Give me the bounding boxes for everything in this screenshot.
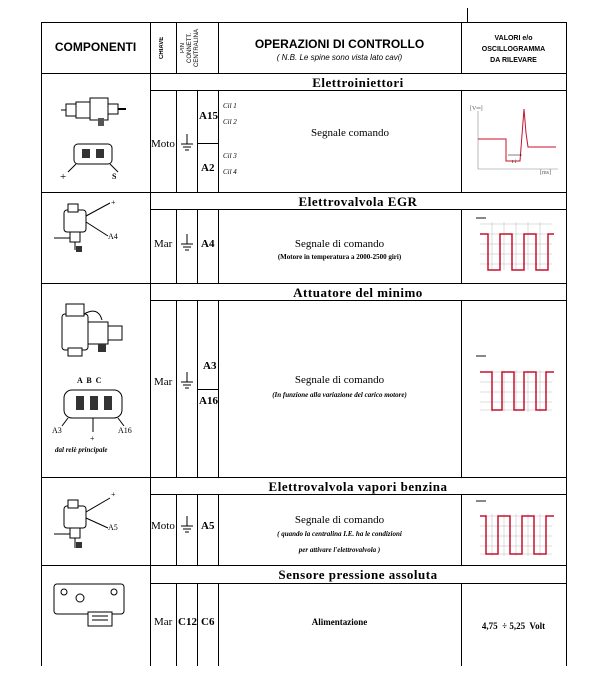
header-componenti: COMPONENTI <box>54 40 137 54</box>
injector-s-label: S <box>112 172 117 181</box>
header-operazioni: OPERAZIONI DI CONTROLLO ( N.B. Le spine … <box>218 37 461 62</box>
operation-egr-label: Segnale di comando <box>294 238 385 250</box>
pin-a2: A2 <box>201 162 215 174</box>
operation-elettroiniettori: Segnale comando <box>311 127 389 139</box>
map-sensor-icon <box>53 583 125 627</box>
cil-1: Cil 1 <box>223 102 237 110</box>
header-operazioni-title: OPERAZIONI DI CONTROLLO <box>254 37 425 51</box>
pin-a16: A16 <box>199 395 218 407</box>
chiave-elettroiniettori: Moto <box>151 138 175 150</box>
cil-3: Cil 3 <box>223 152 237 160</box>
egr-squarewave-chart <box>476 217 554 271</box>
chiave-egr: Mar <box>154 238 173 250</box>
idle-a16-label: A16 <box>118 426 132 435</box>
operation-vapori-note-1: ( quando la centralina I.E. ha le condiz… <box>277 530 402 538</box>
injector-icon <box>61 97 126 126</box>
scope-v-label: [V═] <box>470 106 483 112</box>
injector-plus-label: + <box>60 171 67 183</box>
idle-connector-letters: A B C <box>77 376 102 385</box>
pin-c6: C6 <box>201 616 215 628</box>
egr-a4-label: A4 <box>108 232 118 241</box>
operation-vapori: Segnale di comando ( quando la centralin… <box>218 514 461 557</box>
injector-connector-icon <box>67 143 119 173</box>
cil-4: Cil 4 <box>223 168 237 176</box>
operation-egr-note: (Motore in temperatura a 2000-2500 giri) <box>277 253 402 261</box>
section-title-sensore: Sensore pressione assoluta <box>278 567 438 582</box>
egr-plus-label: + <box>111 198 116 207</box>
injector-waveform-chart <box>477 108 558 170</box>
pin-a15: A15 <box>199 110 218 122</box>
header-chiave: CHIAVE <box>159 36 165 60</box>
scope-ti-label: t i <box>512 160 517 165</box>
operation-minimo-label: Segnale di comando <box>294 374 385 386</box>
pin-a5: A5 <box>201 520 215 532</box>
pin-a4: A4 <box>201 238 215 250</box>
operation-minimo: Segnale di comando (In funzione alla var… <box>218 374 461 402</box>
header-operazioni-note: ( N.B. Le spine sono vista lato cavi) <box>276 53 403 62</box>
pin-c12: C12 <box>178 616 197 628</box>
idle-plus-label: + <box>90 434 95 443</box>
idle-squarewave-chart <box>476 355 554 412</box>
evap-valve-icon <box>54 497 111 548</box>
ground-icon <box>181 516 193 533</box>
operation-sensore: Alimentazione <box>311 617 368 627</box>
ground-icon <box>181 234 193 251</box>
pin-a3: A3 <box>203 360 217 372</box>
header-pin: PIN CONNETT. CENTRALINA <box>180 29 200 68</box>
evap-plus-label: + <box>111 490 116 499</box>
section-title-minimo: Attuatore del minimo <box>293 285 423 300</box>
idle-connector-icon <box>61 389 125 432</box>
idle-relay-note: dal relè principale <box>55 446 108 454</box>
operation-egr: Segnale di comando (Motore in temperatur… <box>218 238 461 264</box>
egr-valve-icon <box>54 202 111 252</box>
operation-vapori-note-2: per attivare l'elettrovalvola ) <box>298 546 381 554</box>
scope-ms-label: [ms] <box>540 170 551 176</box>
chiave-vapori: Moto <box>151 520 175 532</box>
evap-squarewave-chart <box>476 500 554 556</box>
section-title-elettroiniettori: Elettroiniettori <box>312 75 404 90</box>
chiave-sensore: Mar <box>154 616 173 628</box>
section-title-vapori: Elettrovalvola vapori benzina <box>268 479 448 494</box>
idle-a3-label: A3 <box>52 426 62 435</box>
value-sensore: 4,75 ÷ 5,25 Volt <box>481 621 546 631</box>
operation-minimo-note: (In funzione alla variazione del carico … <box>272 391 407 399</box>
ground-icon <box>181 134 193 151</box>
evap-a5-label: A5 <box>108 523 118 532</box>
idle-actuator-icon <box>61 303 123 357</box>
operation-vapori-label: Segnale di comando <box>294 514 385 526</box>
header-valori: VALORI e/o OSCILLOGRAMMA DA RILEVARE <box>481 35 546 64</box>
section-title-egr: Elettrovalvola EGR <box>298 194 418 209</box>
ground-icon <box>181 372 193 389</box>
cil-2: Cil 2 <box>223 118 237 126</box>
chiave-minimo: Mar <box>154 376 173 388</box>
